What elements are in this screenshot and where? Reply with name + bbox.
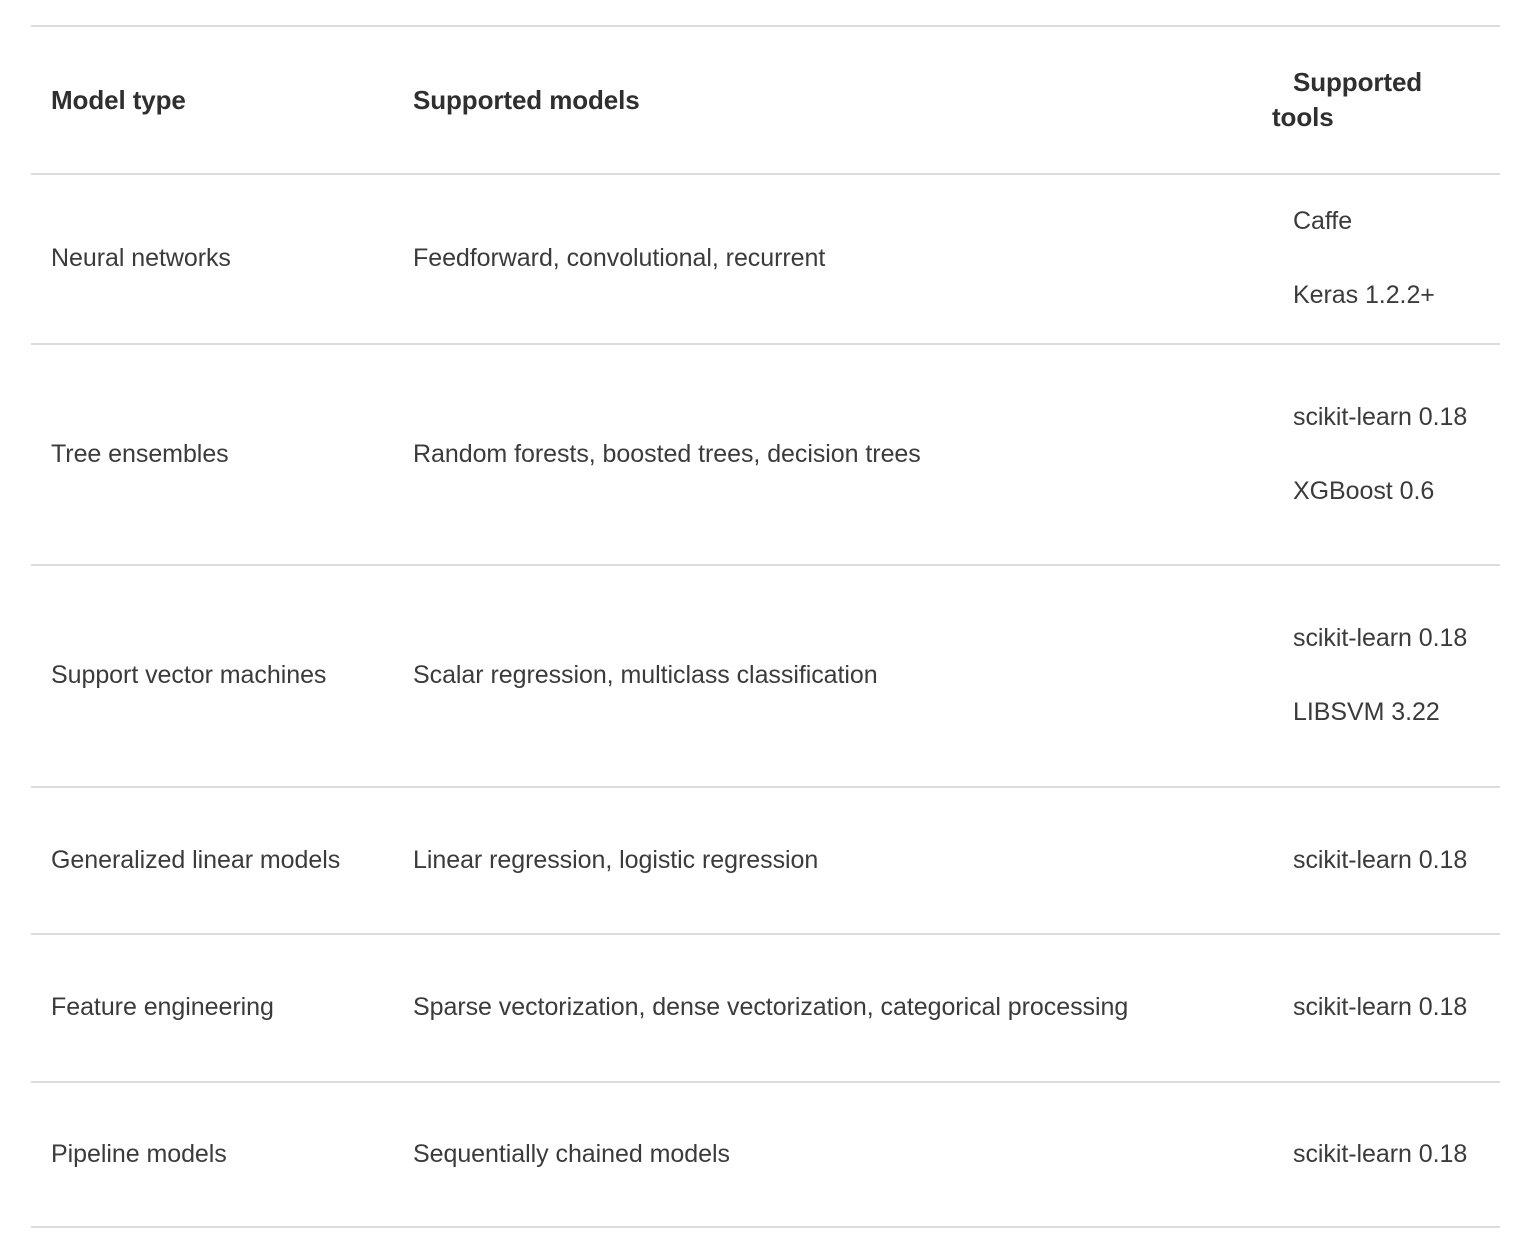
tool-item: scikit-learn 0.18 bbox=[1293, 624, 1468, 653]
supported-models-value: Sequentially chained models bbox=[413, 1139, 730, 1168]
cell-supported-tools: scikit-learn 0.18 bbox=[1272, 787, 1500, 935]
model-type-value: Pipeline models bbox=[51, 1139, 227, 1168]
table-row: Support vector machines Scalar regressio… bbox=[31, 565, 1500, 788]
table-row: Generalized linear models Linear regress… bbox=[31, 787, 1500, 935]
supported-tools-list: scikit-learn 0.18 bbox=[1272, 844, 1500, 878]
table-header: Model type Supported models Supported to… bbox=[31, 26, 1500, 175]
cell-model-type: Neural networks bbox=[31, 174, 393, 345]
cell-supported-tools: scikit-learn 0.18 LIBSVM 3.22 bbox=[1272, 565, 1500, 788]
supported-models-value: Linear regression, logistic regression bbox=[413, 845, 819, 874]
supported-models-value: Feedforward, convolutional, recurrent bbox=[413, 244, 826, 273]
cell-supported-models: Random forests, boosted trees, decision … bbox=[393, 344, 1272, 566]
cell-model-type: Tree ensembles bbox=[31, 344, 393, 566]
cell-model-type: Feature engineering bbox=[31, 934, 393, 1083]
table-row: Neural networks Feedforward, convolution… bbox=[31, 174, 1500, 345]
model-type-value: Generalized linear models bbox=[51, 845, 341, 874]
tool-item: LIBSVM 3.22 bbox=[1293, 698, 1440, 726]
cell-supported-models: Sparse vectorization, dense vectorizatio… bbox=[393, 934, 1272, 1083]
cell-supported-tools: scikit-learn 0.18 XGBoost 0.6 bbox=[1272, 344, 1500, 566]
supported-tools-list: scikit-learn 0.18 bbox=[1272, 1138, 1500, 1172]
supported-tools-list: scikit-learn 0.18 LIBSVM 3.22 bbox=[1272, 622, 1500, 730]
cell-model-type: Support vector machines bbox=[31, 565, 393, 788]
tool-item: scikit-learn 0.18 bbox=[1293, 402, 1468, 431]
column-header-model-type: Model type bbox=[31, 26, 393, 175]
cell-supported-tools: scikit-learn 0.18 bbox=[1272, 934, 1500, 1083]
cell-supported-models: Linear regression, logistic regression bbox=[393, 787, 1272, 935]
supported-tools-list: scikit-learn 0.18 bbox=[1272, 991, 1500, 1025]
tool-item: Keras 1.2.2+ bbox=[1293, 281, 1435, 309]
column-header-supported-models-label: Supported models bbox=[413, 84, 640, 115]
model-type-value: Neural networks bbox=[51, 244, 231, 273]
supported-models-table: Model type Supported models Supported to… bbox=[31, 25, 1500, 1228]
supported-models-value: Sparse vectorization, dense vectorizatio… bbox=[413, 993, 1129, 1022]
table-body: Neural networks Feedforward, convolution… bbox=[31, 174, 1500, 1228]
supported-tools-list: Caffe Keras 1.2.2+ bbox=[1272, 205, 1500, 313]
cell-supported-models: Scalar regression, multiclass classifica… bbox=[393, 565, 1272, 788]
tool-item: XGBoost 0.6 bbox=[1293, 476, 1435, 505]
table-row: Feature engineering Sparse vectorization… bbox=[31, 934, 1500, 1083]
model-type-value: Feature engineering bbox=[51, 993, 274, 1022]
supported-models-value: Scalar regression, multiclass classifica… bbox=[413, 661, 878, 690]
cell-supported-models: Sequentially chained models bbox=[393, 1082, 1272, 1228]
cell-model-type: Pipeline models bbox=[31, 1082, 393, 1228]
supported-models-value: Random forests, boosted trees, decision … bbox=[413, 439, 921, 468]
tool-item: scikit-learn 0.18 bbox=[1293, 1139, 1468, 1168]
column-header-supported-tools: Supported tools bbox=[1272, 26, 1500, 175]
tool-item: Caffe bbox=[1293, 207, 1353, 236]
table-container: Model type Supported models Supported to… bbox=[31, 25, 1500, 1228]
tool-item: scikit-learn 0.18 bbox=[1293, 845, 1468, 874]
cell-supported-tools: scikit-learn 0.18 bbox=[1272, 1082, 1500, 1228]
cell-model-type: Generalized linear models bbox=[31, 787, 393, 935]
column-header-model-type-label: Model type bbox=[51, 84, 186, 115]
tool-item: scikit-learn 0.18 bbox=[1293, 993, 1468, 1022]
table-row: Pipeline models Sequentially chained mod… bbox=[31, 1082, 1500, 1228]
cell-supported-tools: Caffe Keras 1.2.2+ bbox=[1272, 174, 1500, 345]
supported-tools-list: scikit-learn 0.18 XGBoost 0.6 bbox=[1272, 401, 1500, 509]
model-type-value: Tree ensembles bbox=[51, 439, 229, 468]
cell-supported-models: Feedforward, convolutional, recurrent bbox=[393, 174, 1272, 345]
column-header-supported-tools-label: Supported tools bbox=[1272, 67, 1423, 132]
column-header-supported-models: Supported models bbox=[393, 26, 1272, 175]
table-row: Tree ensembles Random forests, boosted t… bbox=[31, 344, 1500, 566]
table-header-row: Model type Supported models Supported to… bbox=[31, 26, 1500, 175]
model-type-value: Support vector machines bbox=[51, 661, 327, 690]
